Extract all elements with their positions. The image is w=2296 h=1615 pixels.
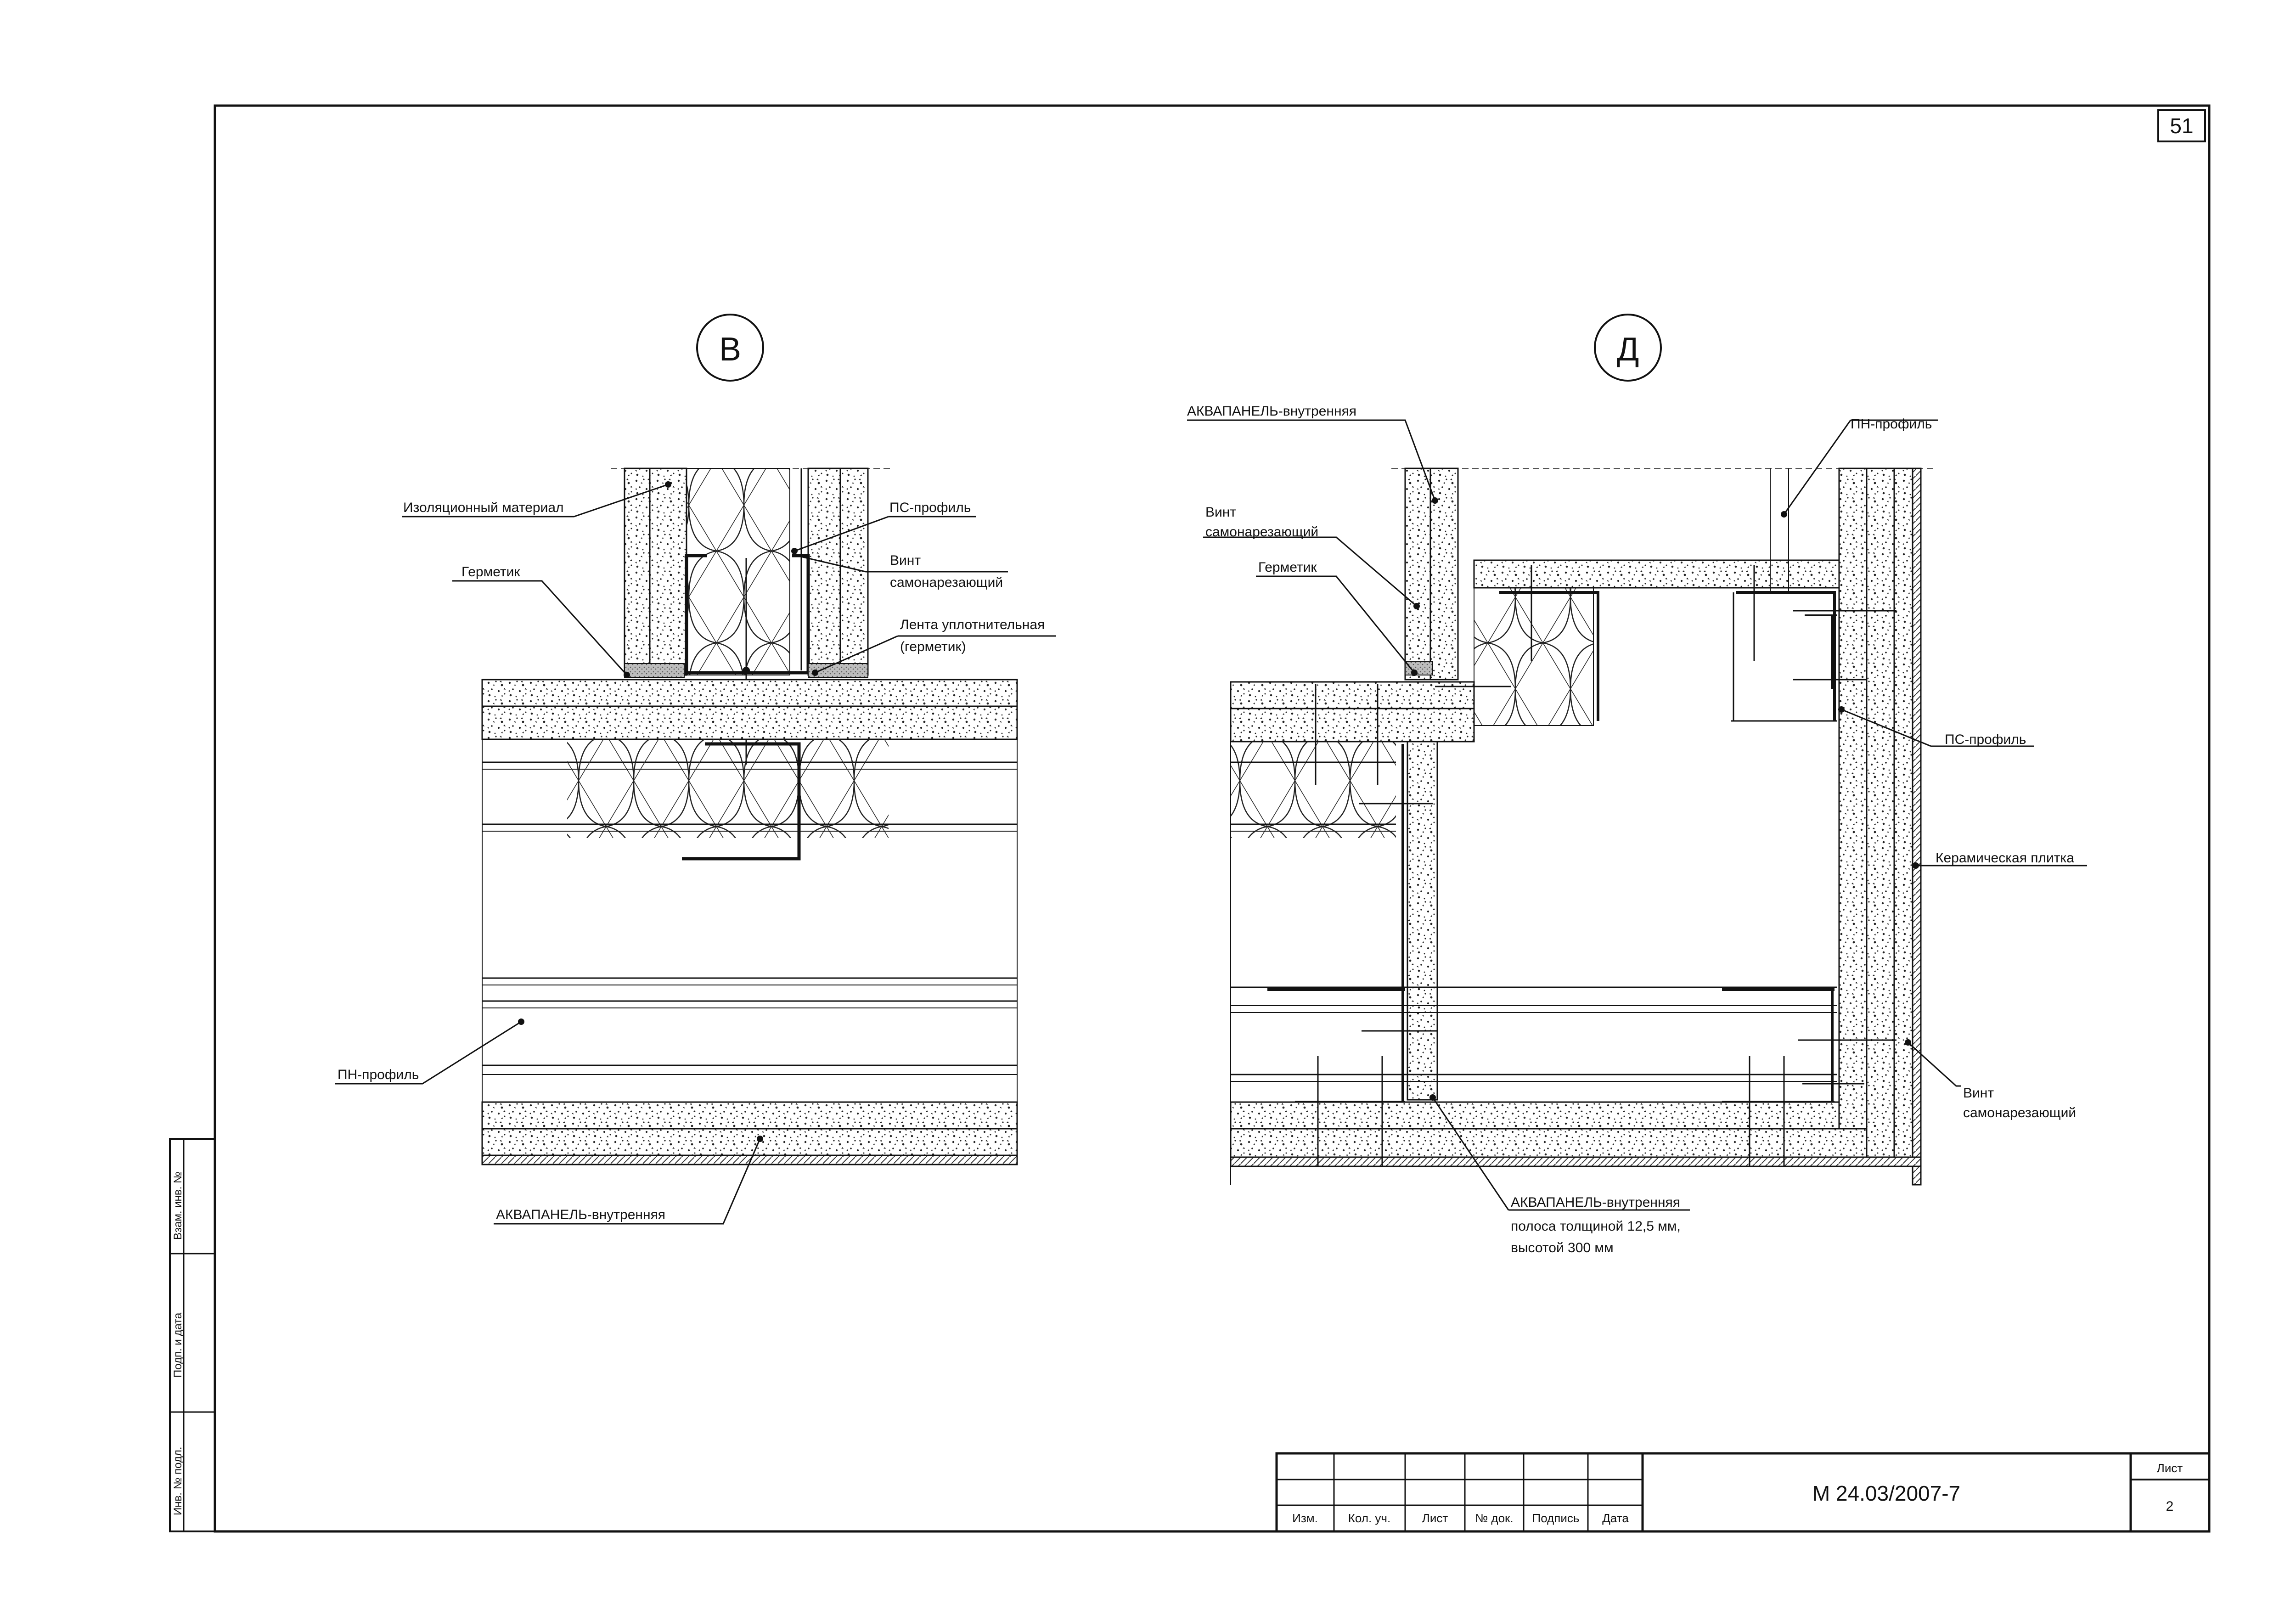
stamp-col-change: Изм. bbox=[1292, 1511, 1318, 1525]
document-code: М 24.03/2007-7 bbox=[1812, 1481, 1960, 1505]
label-screw-d-2: самонарезающий bbox=[1205, 524, 1318, 540]
detail-d-bottom bbox=[1230, 986, 1922, 1167]
label-tape-2: (герметик) bbox=[900, 639, 966, 654]
detail-d: Д bbox=[1187, 314, 2087, 1255]
label-strip-2: полоса толщиной 12,5 мм, bbox=[1511, 1219, 1681, 1234]
sheet-number: 51 bbox=[2170, 114, 2193, 138]
label-ceramic-tile: Керамическая плитка bbox=[1936, 850, 2074, 866]
detail-v-leaders bbox=[335, 484, 1056, 1225]
label-screw2-d-2: самонарезающий bbox=[1963, 1105, 2076, 1120]
list-value: 2 bbox=[2166, 1499, 2174, 1514]
label-insulation: Изоляционный материал bbox=[403, 500, 564, 515]
label-screw-v-1: Винт bbox=[890, 553, 921, 568]
label-aquapanel-v: АКВАПАНЕЛЬ-внутренняя bbox=[496, 1207, 665, 1222]
detail-d-marker-circle bbox=[1594, 314, 1662, 382]
label-aquapanel-top-d: АКВАПАНЕЛЬ-внутренняя bbox=[1187, 404, 1356, 419]
label-tape-1: Лента уплотнительная bbox=[900, 617, 1045, 632]
detail-d-top-beam bbox=[1473, 468, 1842, 726]
detail-v-vertical-wall bbox=[611, 467, 891, 765]
detail-d-leader-dots bbox=[1411, 497, 1919, 1101]
list-header: Лист bbox=[2157, 1461, 2183, 1475]
sheet-number-box bbox=[2157, 109, 2206, 142]
label-screw2-d-1: Винт bbox=[1963, 1086, 1994, 1101]
label-pn-profile-d: ПН-профиль bbox=[1851, 416, 1932, 432]
label-sealant-d: Герметик bbox=[1258, 560, 1317, 575]
side-strip: Взам. инв. № Подп. и дата Инв. № подл. bbox=[169, 1138, 216, 1532]
detail-d-marker: Д bbox=[1617, 331, 1639, 368]
detail-d-left-partition bbox=[1230, 681, 1475, 1185]
label-ps-profile-d: ПС-профиль bbox=[1945, 732, 2026, 747]
detail-v: В bbox=[335, 314, 1056, 1225]
detail-d-strip bbox=[1401, 741, 1438, 1102]
side-label-sign-date: Подп. и дата bbox=[172, 1312, 184, 1378]
stamp-col-date: Дата bbox=[1602, 1511, 1629, 1525]
detail-d-screws bbox=[1315, 565, 1896, 1166]
detail-v-leader-dots bbox=[518, 481, 818, 1142]
stamp-col-sheet: Лист bbox=[1422, 1511, 1448, 1525]
sheet-frame: 51 bbox=[214, 104, 2211, 1533]
label-strip-1: АКВАПАНЕЛЬ-внутренняя bbox=[1511, 1195, 1680, 1210]
side-label-inventory: Инв. № подл. bbox=[172, 1447, 184, 1516]
detail-v-horizontal-wall bbox=[481, 679, 1018, 1165]
label-ps-profile-v: ПС-профиль bbox=[889, 500, 971, 515]
label-screw-v-2: самонарезающий bbox=[890, 575, 1003, 590]
title-block: Изм. Кол. уч. Лист № док. Подпись Дата М… bbox=[1275, 1452, 2211, 1533]
stamp-col-count: Кол. уч. bbox=[1348, 1511, 1390, 1525]
detail-d-left-wall bbox=[1404, 467, 1459, 681]
label-pn-profile-v: ПН-профиль bbox=[338, 1067, 419, 1082]
label-strip-3: высотой 300 мм bbox=[1511, 1240, 1614, 1255]
stamp-col-signature: Подпись bbox=[1532, 1511, 1580, 1525]
stamp-col-doc: № док. bbox=[1475, 1511, 1513, 1525]
label-screw-d-1: Винт bbox=[1205, 505, 1236, 520]
detail-d-right-wall bbox=[1805, 467, 1922, 1186]
detail-v-marker: В bbox=[719, 331, 741, 368]
detail-v-marker-circle bbox=[696, 314, 764, 382]
side-label-replacement: Взам. инв. № bbox=[172, 1171, 184, 1240]
label-sealant-v: Герметик bbox=[461, 564, 520, 580]
